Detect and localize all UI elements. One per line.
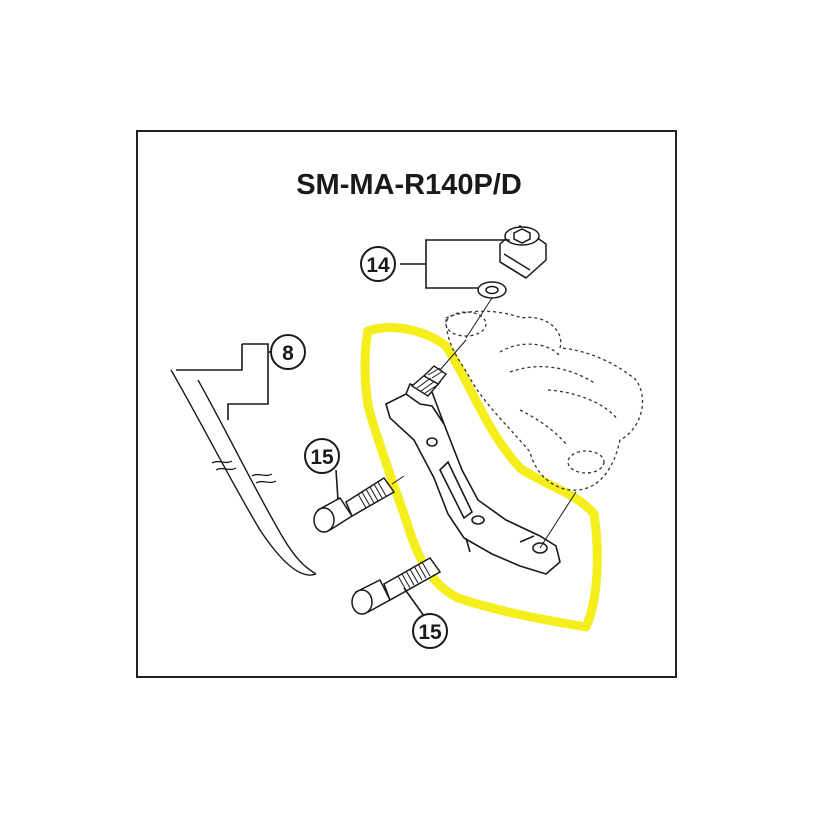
hose-lines: [170, 369, 317, 576]
callout-circle-15-lower: [412, 613, 448, 649]
adapter-stud: [410, 365, 448, 397]
leader-upper-bolt-axis: [391, 475, 405, 485]
callout-label-8: 8: [282, 342, 294, 365]
lower-bolt-threads: [397, 561, 431, 591]
callout-label-14: 14: [366, 254, 390, 277]
cap-bolt-part: [499, 225, 547, 279]
leader-stud-axis: [439, 339, 467, 371]
bracket-14: [400, 239, 510, 289]
highlight-outline: [360, 323, 602, 632]
leader-15-upper: [335, 469, 339, 501]
callout-circle-15-upper: [304, 438, 340, 474]
callout-label-15-upper: 15: [310, 446, 334, 469]
caliper-outline: [445, 310, 644, 491]
callout-circle-8: [270, 334, 306, 370]
hose-cut-marks: [211, 460, 277, 484]
upper-bolt-threads: [357, 481, 387, 509]
leader-lower-hole-axis: [539, 491, 577, 549]
leader-14-bolt-axis: [465, 297, 493, 339]
washer-part: [477, 281, 507, 299]
adapter-stud-threads: [416, 367, 444, 394]
diagram-title: SM-MA-R140P/D: [296, 169, 522, 201]
mount-adapter: [385, 382, 561, 575]
callout-label-15-lower: 15: [418, 621, 442, 644]
leader-15-lower: [403, 587, 425, 617]
callout-circle-14: [360, 246, 396, 282]
